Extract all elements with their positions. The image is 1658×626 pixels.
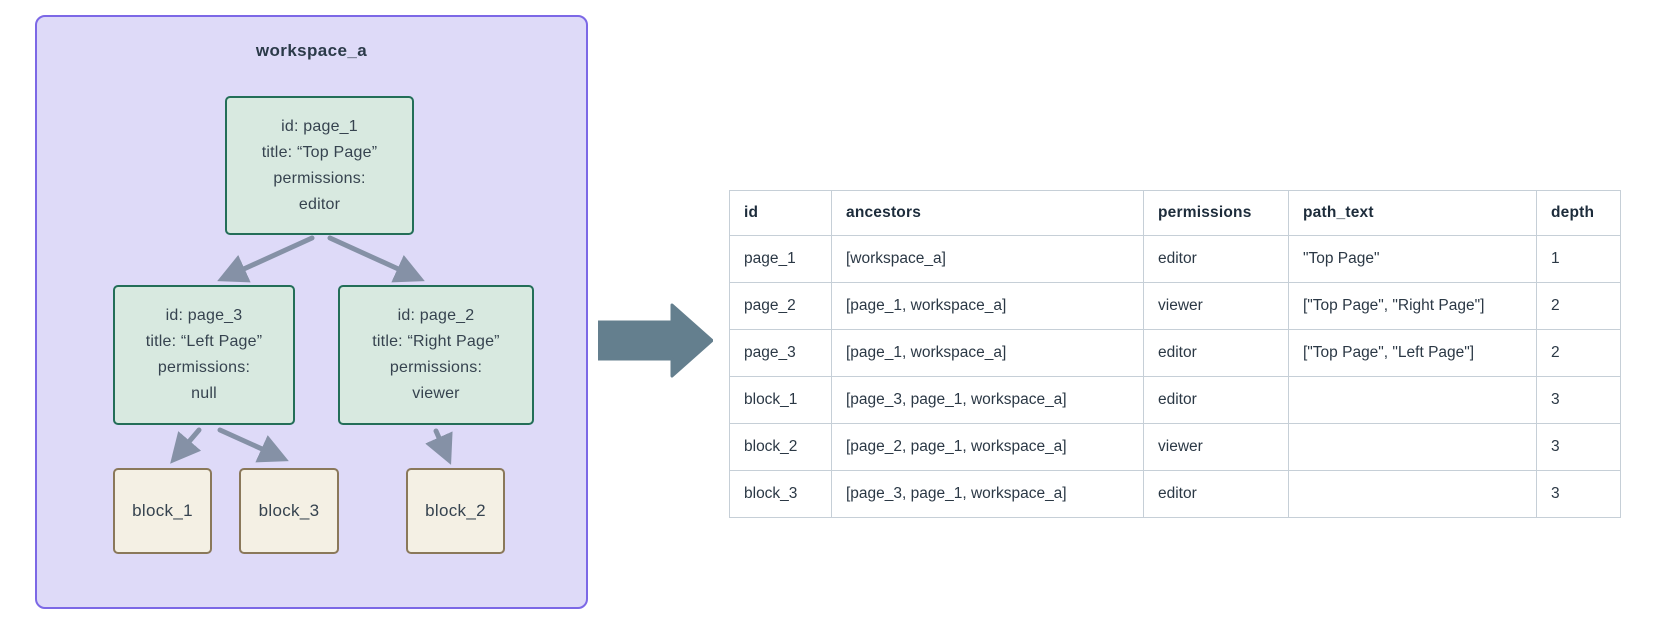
col-header-path-text: path_text [1288,190,1537,236]
node-block-1-label: block_1 [132,501,193,520]
edge-page1-page3 [217,235,315,283]
node-page-1: id: page_1 title: “Top Page” permissions… [225,96,414,235]
cell-ancestors: [page_1, workspace_a] [831,329,1144,377]
node-page-2-title: title: “Right Page” [372,333,500,350]
edge-page3-block1 [170,427,202,464]
table-row-block-3: block_3 [page_3, page_1, workspace_a] ed… [729,470,1621,518]
node-page-3-id: id: page_3 [165,307,243,324]
cell-id: block_1 [729,376,832,424]
cell-ancestors: [workspace_a] [831,235,1144,283]
col-header-id: id [729,190,832,236]
cell-path-text [1288,376,1537,424]
node-page-1-title: title: “Top Page” [261,143,378,161]
table-header-row: id ancestors permissions path_text depth [729,190,1621,236]
cell-permissions: viewer [1143,423,1289,471]
cell-path-text: ["Top Page", "Right Page"] [1288,282,1537,330]
edge-page2-block2 [425,428,453,465]
cell-depth: 2 [1536,329,1621,377]
cell-path-text: "Top Page" [1288,235,1537,283]
cell-path-text [1288,470,1537,518]
cell-depth: 3 [1536,376,1621,424]
result-table: id ancestors permissions path_text depth… [729,190,1621,518]
workspace-container: workspace_a id: page_1 title: “Top Page”… [35,15,588,609]
cell-id: block_2 [729,423,832,471]
cell-depth: 1 [1536,235,1621,283]
cell-permissions: editor [1143,235,1289,283]
cell-ancestors: [page_1, workspace_a] [831,282,1144,330]
node-page-3-permissions-label: permissions: [157,359,251,376]
node-page-2: id: page_2 title: “Right Page” permissio… [338,285,534,425]
cell-depth: 3 [1536,470,1621,518]
node-page-3-title: title: “Left Page” [145,333,263,350]
cell-depth: 3 [1536,423,1621,471]
node-page-3-permissions-value: null [191,385,217,402]
cell-ancestors: [page_3, page_1, workspace_a] [831,376,1144,424]
maps-to-arrow-icon [598,303,713,378]
cell-permissions: editor [1143,470,1289,518]
edge-page3-block3 [217,427,289,463]
cell-id: page_3 [729,329,832,377]
col-header-ancestors: ancestors [831,190,1144,236]
node-page-2-id: id: page_2 [397,307,475,324]
node-page-2-permissions-value: viewer [412,385,460,402]
node-block-2: block_2 [406,468,505,554]
cell-permissions: editor [1143,329,1289,377]
cell-depth: 2 [1536,282,1621,330]
node-block-2-label: block_2 [425,501,486,520]
node-page-2-permissions-label: permissions: [389,359,483,376]
cell-ancestors: [page_3, page_1, workspace_a] [831,470,1144,518]
col-header-permissions: permissions [1143,190,1289,236]
node-page-1-permissions-label: permissions: [273,169,366,187]
cell-id: block_3 [729,470,832,518]
cell-path-text [1288,423,1537,471]
node-page-1-id: id: page_1 [281,117,358,135]
table-row-block-2: block_2 [page_2, page_1, workspace_a] vi… [729,423,1621,471]
node-block-1: block_1 [113,468,212,554]
cell-permissions: viewer [1143,282,1289,330]
cell-path-text: ["Top Page", "Left Page"] [1288,329,1537,377]
cell-permissions: editor [1143,376,1289,424]
cell-id: page_2 [729,282,832,330]
cell-ancestors: [page_2, page_1, workspace_a] [831,423,1144,471]
workspace-title: workspace_a [255,41,368,60]
node-page-1-permissions-value: editor [298,195,341,213]
table-row-page-3: page_3 [page_1, workspace_a] editor ["To… [729,329,1621,377]
node-block-3: block_3 [239,468,339,554]
node-page-3: id: page_3 title: “Left Page” permission… [113,285,295,425]
table-row-page-1: page_1 [workspace_a] editor "Top Page" 1 [729,235,1621,283]
node-block-3-label: block_3 [258,501,320,520]
table-row-block-1: block_1 [page_3, page_1, workspace_a] ed… [729,376,1621,424]
table-row-page-2: page_2 [page_1, workspace_a] viewer ["To… [729,282,1621,330]
cell-id: page_1 [729,235,832,283]
edge-page1-page2 [327,235,425,283]
col-header-depth: depth [1536,190,1621,236]
